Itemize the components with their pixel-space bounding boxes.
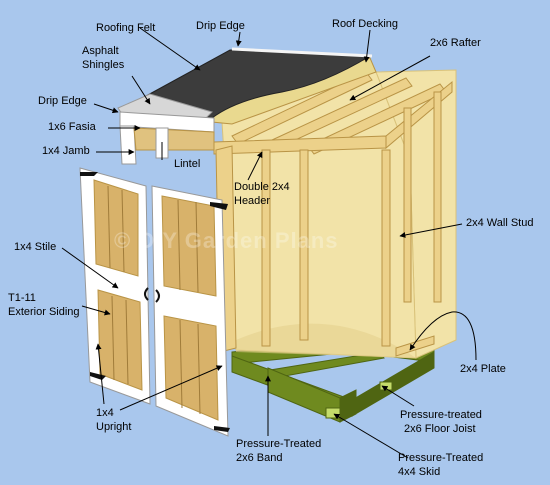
wall-framing (213, 71, 453, 357)
skid-end (325, 407, 341, 419)
stud-front-mid (299, 149, 309, 341)
label-floor-joist-2: 2x6 Floor Joist (404, 423, 476, 435)
label-skid-1: Pressure-Treated (398, 452, 484, 464)
leader-roofing-felt (139, 27, 201, 71)
hinge-left-bottom (90, 372, 106, 380)
label-header-1: Double 2x4 (234, 181, 290, 193)
leader-wall-stud (399, 223, 463, 238)
hinge-right-top (210, 202, 228, 210)
leader-header (247, 151, 263, 181)
label-siding-1: T1-11 (8, 292, 36, 304)
label-skid-2: 4x4 Skid (398, 466, 441, 478)
label-header-2: Header (234, 195, 271, 207)
right-door-upper-siding (161, 195, 217, 297)
leader-asphalt (131, 75, 151, 105)
leader-siding (81, 305, 111, 316)
watermark: © DIY Garden Plans (114, 228, 339, 253)
leader-lines (61, 27, 477, 459)
left-door-upper-siding (93, 179, 139, 277)
label-band-2: 2x6 Band (236, 452, 283, 464)
label-stile: 1x4 Stile (14, 241, 57, 253)
leader-upright-left (95, 343, 105, 405)
leader-drip-edge-left (93, 103, 119, 114)
label-drip-edge-top: Drip Edge (196, 20, 245, 32)
side-wall-shadow (236, 323, 416, 358)
leader-rafter (349, 55, 431, 101)
label-upright-2: Upright (96, 421, 132, 433)
label-siding-2: Exterior Siding (8, 306, 80, 318)
label-fasia: 1x6 Fasia (48, 121, 96, 133)
leader-upright-right (119, 365, 223, 411)
roofing-felt (145, 49, 372, 119)
label-roofing-felt: Roofing Felt (96, 22, 156, 34)
label-roof-decking: Roof Decking (332, 18, 399, 30)
stud-side-2 (403, 107, 412, 303)
skid-right (339, 389, 357, 423)
label-upright-1: 1x4 (96, 407, 114, 419)
door-hardware (80, 172, 230, 432)
roof (117, 47, 377, 133)
hinge-left-top (80, 172, 98, 176)
right-door-lower-siding (163, 315, 219, 421)
label-drip-edge-left: Drip Edge (38, 95, 87, 107)
label-rafter: 2x6 Rafter (430, 37, 481, 49)
front-jamb-left (119, 125, 137, 165)
label-wall-stud: 2x4 Wall Stud (466, 217, 534, 229)
stud-side-3 (433, 91, 442, 303)
leader-skid (333, 413, 409, 459)
leader-floor-joist (381, 385, 415, 407)
door-handle-right (155, 289, 160, 303)
label-plate: 2x4 Plate (460, 363, 506, 375)
label-band-1: Pressure-Treated (236, 438, 322, 450)
stud-front-left (261, 149, 271, 347)
front-lintel-area (133, 127, 215, 151)
label-lintel: Lintel (174, 158, 201, 170)
drip-edge-strip (231, 47, 373, 58)
hinge-right-bottom (214, 426, 230, 432)
leader-stile (61, 247, 119, 289)
label-asphalt-1: Asphalt (82, 45, 119, 57)
label-asphalt-2: Shingles (82, 59, 125, 71)
leader-plate (409, 311, 477, 361)
right-door (151, 185, 229, 437)
stud-side-1 (381, 149, 391, 347)
label-jamb: 1x4 Jamb (42, 145, 90, 157)
left-door-lower-siding (97, 289, 143, 391)
leader-roof-decking (363, 29, 371, 63)
leader-drip-edge-top (235, 31, 242, 47)
label-floor-joist-1: Pressure-treated (400, 409, 482, 421)
door-handle-left (144, 287, 149, 301)
